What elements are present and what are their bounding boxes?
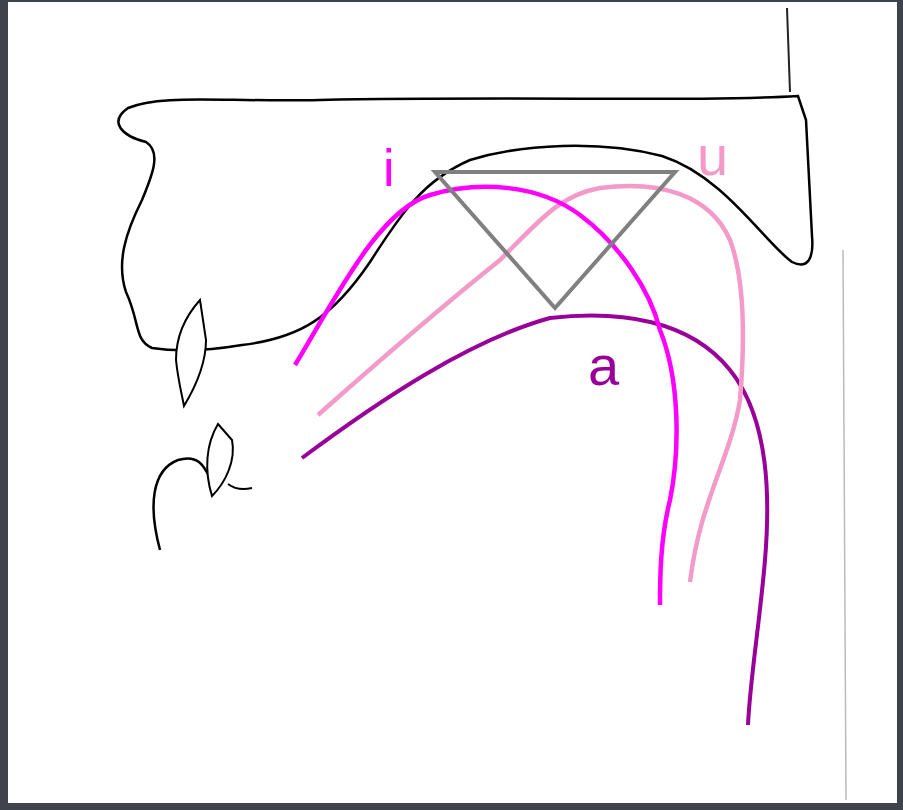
vowel-label: a (586, 338, 621, 394)
lower-lip (154, 458, 210, 550)
upper-tooth (176, 300, 206, 406)
vowel-triangle (435, 172, 675, 308)
vowel-label: u (695, 128, 730, 184)
pharynx-wall (843, 250, 846, 800)
lip-line (228, 484, 252, 489)
canvas-ground (8, 2, 897, 803)
vowel-label: i (381, 142, 397, 194)
tongue-curve-i (295, 187, 677, 605)
head-outline (787, 8, 790, 92)
palate-outline (118, 96, 812, 350)
tongue-curve-a (302, 316, 767, 725)
tongue-curve-u (318, 186, 743, 582)
